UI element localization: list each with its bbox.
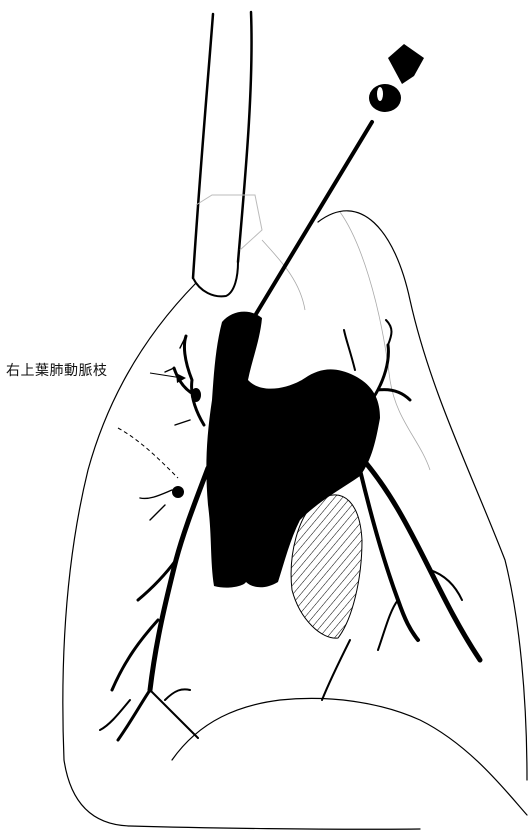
tube-tip: [193, 262, 238, 296]
catheter-line: [256, 122, 372, 314]
catheter-bulb: [369, 84, 401, 112]
diaphragm-line: [172, 698, 527, 815]
catheter-hub: [388, 44, 424, 84]
dashed-pointer: [118, 428, 178, 478]
catheter-bulb-highlight: [377, 87, 383, 101]
endotracheal-tube: [193, 12, 252, 278]
tube-bevel-faint: [196, 195, 262, 250]
vessel-node-lower: [172, 486, 184, 498]
annotation-label: 右上葉肺動脈枝: [6, 360, 108, 380]
vessel-node: [191, 388, 201, 402]
